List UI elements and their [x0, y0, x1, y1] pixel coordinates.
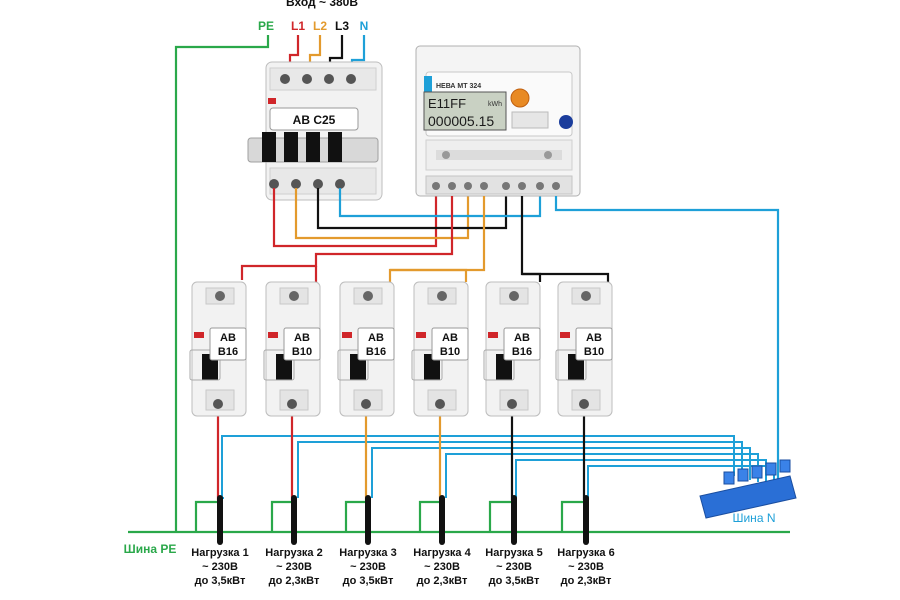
- load-4-voltage: ~ 230В: [424, 561, 460, 573]
- input-label-pe: PE: [258, 19, 274, 33]
- main-breaker[interactable]: АВ С25: [247, 61, 383, 201]
- load-label-2: Нагрузка 2 ~ 230В до 2,3кВт: [265, 547, 322, 587]
- bus-pe-label: Шина PE: [124, 542, 177, 556]
- load-1-power: до 3,5кВт: [195, 575, 246, 587]
- meter-to-breakers-wires: [240, 196, 780, 490]
- energy-meter: НЕВА МТ 324 E11FF 000005.15 kWh: [415, 45, 581, 197]
- meter-brand: НЕВА МТ 324: [436, 83, 481, 90]
- load-3-name: Нагрузка 3: [339, 547, 396, 559]
- breaker-2-label-2: В10: [292, 346, 312, 358]
- bus-n-label: Шина N: [732, 511, 775, 525]
- meter-button: [559, 115, 573, 129]
- breaker-1-label-2: В16: [218, 346, 238, 358]
- load-6-power: до 2,3кВт: [561, 575, 612, 587]
- load-5-name: Нагрузка 5: [485, 547, 542, 559]
- pe-wire: [128, 35, 790, 534]
- load-3-voltage: ~ 230В: [350, 561, 386, 573]
- load-2-name: Нагрузка 2: [265, 547, 322, 559]
- neutral-wires: [221, 435, 775, 499]
- meter-display-top: E11FF: [428, 96, 466, 111]
- load-6-voltage: ~ 230В: [568, 561, 604, 573]
- load-4-power: до 2,3кВт: [417, 575, 468, 587]
- breaker-2-label-1: АВ: [294, 332, 310, 344]
- load-label-5: Нагрузка 5 ~ 230В до 3,5кВт: [485, 547, 542, 587]
- load-4-name: Нагрузка 4: [413, 547, 471, 559]
- input-label-l1: L1: [291, 19, 305, 33]
- load-phase-wires: [216, 408, 586, 500]
- meter-logo: [510, 88, 530, 108]
- breaker-4-label-1: АВ: [442, 332, 458, 344]
- breaker-4-label-2: В10: [440, 346, 460, 358]
- breaker-1[interactable]: АВ В16: [189, 281, 247, 417]
- load-1-name: Нагрузка 1: [191, 547, 248, 559]
- load-label-4: Нагрузка 4 ~ 230В до 2,3кВт: [413, 547, 471, 587]
- breaker-4[interactable]: АВ В10: [411, 281, 469, 417]
- breaker-6[interactable]: АВ В10: [555, 281, 613, 417]
- breaker-6-label-1: АВ: [586, 332, 602, 344]
- neutral-bus-bar: [699, 459, 797, 519]
- main-breaker-label: АВ С25: [293, 113, 336, 127]
- breaker-2[interactable]: АВ В10: [263, 281, 321, 417]
- load-5-power: до 3,5кВт: [489, 575, 540, 587]
- breaker-1-label-1: АВ: [220, 332, 236, 344]
- load-label-1: Нагрузка 1 ~ 230В до 3,5кВт: [191, 547, 248, 587]
- load-2-voltage: ~ 230В: [276, 561, 312, 573]
- input-label-l3: L3: [335, 19, 349, 33]
- load-label-6: Нагрузка 6 ~ 230В до 2,3кВт: [557, 547, 614, 587]
- load-label-3: Нагрузка 3 ~ 230В до 3,5кВт: [339, 547, 396, 587]
- input-label-n: N: [360, 19, 369, 33]
- load-2-power: до 2,3кВт: [269, 575, 320, 587]
- load-3-power: до 3,5кВт: [343, 575, 394, 587]
- meter-unit: kWh: [488, 101, 502, 108]
- input-label-l2: L2: [313, 19, 327, 33]
- load-cables: [217, 495, 589, 545]
- breaker-3-label-1: АВ: [368, 332, 384, 344]
- breaker-5[interactable]: АВ В16: [483, 281, 541, 417]
- breaker-to-meter-wires: [272, 188, 542, 248]
- breaker-5-label-2: В16: [512, 346, 532, 358]
- input-title: Вход ~ 380В: [286, 0, 358, 9]
- breaker-3[interactable]: АВ В16: [337, 281, 395, 417]
- load-1-voltage: ~ 230В: [202, 561, 238, 573]
- breaker-5-label-1: АВ: [514, 332, 530, 344]
- breaker-3-label-2: В16: [366, 346, 386, 358]
- breaker-6-label-2: В10: [584, 346, 604, 358]
- load-5-voltage: ~ 230В: [496, 561, 532, 573]
- load-6-name: Нагрузка 6: [557, 547, 614, 559]
- meter-display-value: 000005.15: [428, 113, 494, 129]
